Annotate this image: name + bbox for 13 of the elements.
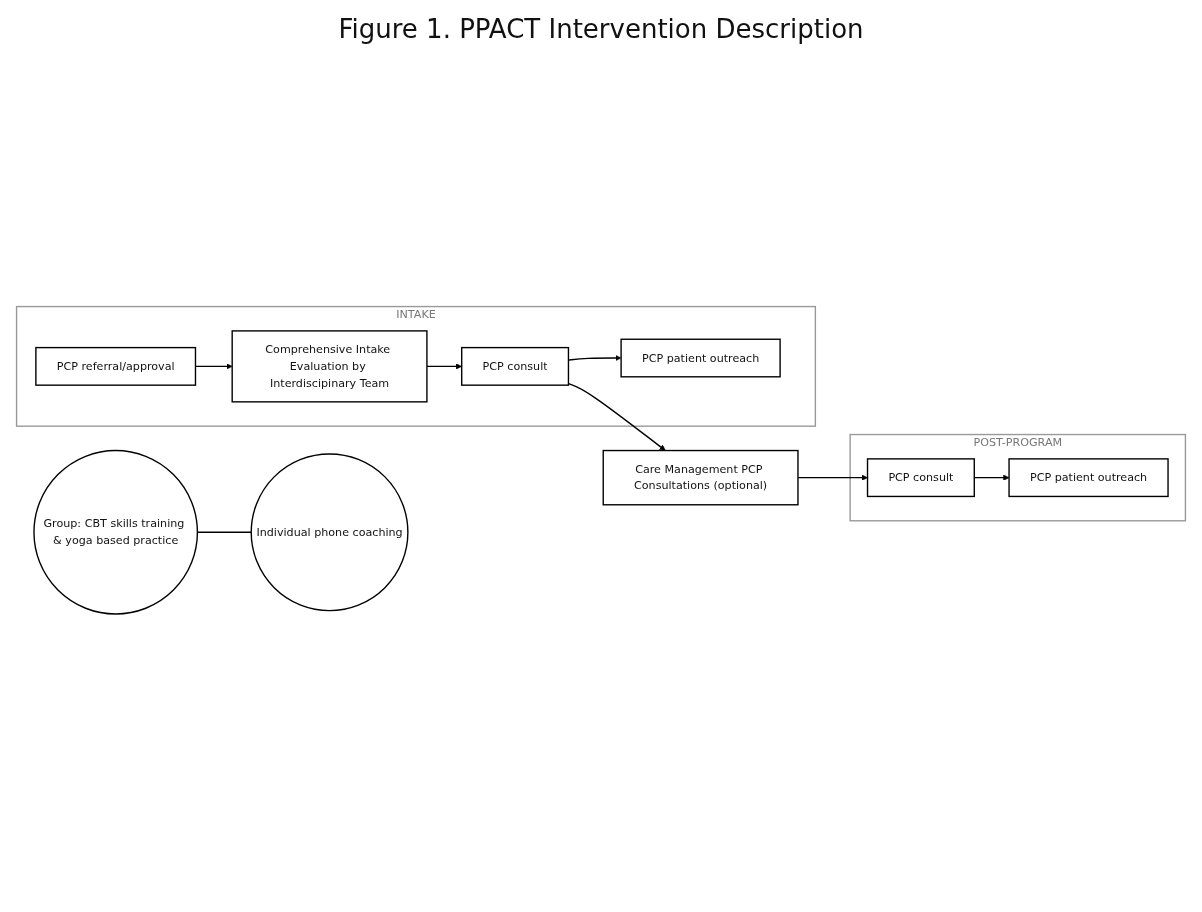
arrow — [567, 382, 666, 451]
node-box: PCP referral/approval — [35, 346, 197, 386]
arrow — [426, 363, 462, 370]
diagram-title: Figure 1. PPACT Intervention Description — [337, 14, 865, 44]
node-box: Care Management PCP Consultations (optional) — [602, 449, 799, 506]
arrow — [797, 474, 868, 481]
node-box: PCP patient outreach — [1008, 457, 1169, 497]
node-box: PCP consult — [866, 457, 975, 497]
node-circle: Group: CBT skills training & yoga based practice — [33, 449, 199, 615]
node-box: PCP patient outreach — [620, 338, 781, 378]
node-box: Comprehensive Intake Evaluation by Interdiscipinary Team — [231, 329, 428, 403]
node-circle: Individual phone coaching — [250, 452, 409, 611]
node-box: PCP consult — [461, 346, 570, 386]
